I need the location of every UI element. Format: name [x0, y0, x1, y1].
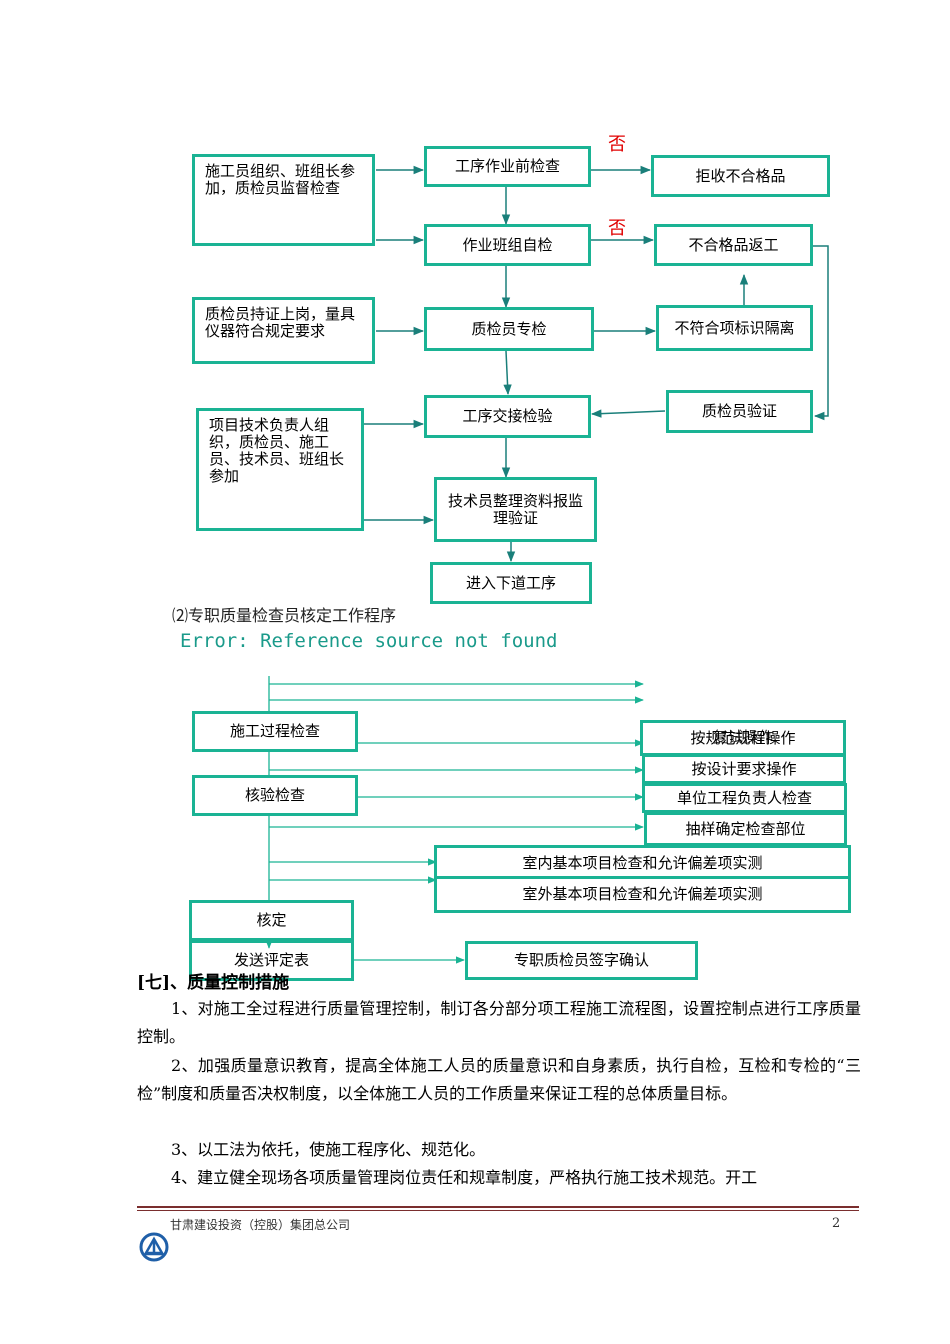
footer-rule — [137, 1206, 859, 1208]
reference-error: Error: Reference source not found — [180, 630, 558, 652]
flow-right-4: 质检员验证 — [666, 390, 813, 433]
no-label-2: 否 — [608, 218, 626, 239]
check-right-1: 按规范规程操作 复试操作 — [640, 720, 846, 756]
flow-left-box-2: 质检员持证上岗，量具仪器符合规定要求 — [192, 297, 375, 364]
check-left-2: 核验检查 — [192, 775, 358, 816]
check-left-1: 施工过程检查 — [192, 711, 358, 752]
check-right-2: 按设计要求操作 — [642, 754, 846, 784]
check-wide-2: 室外基本项目检查和允许偏差项实测 — [434, 876, 851, 913]
flow-right-3: 不符合项标识隔离 — [656, 305, 813, 351]
check-left-3: 核定 — [189, 900, 354, 941]
sign-confirm-box: 专职质检员签字确认 — [465, 941, 698, 980]
flow-step-3: 质检员专检 — [424, 307, 594, 351]
flow-step-6: 进入下道工序 — [430, 562, 592, 604]
check-right-1-label: 按规范规程操作 — [690, 728, 796, 747]
check-right-1-overlap: 复试操作 — [713, 728, 774, 746]
flow-step-4: 工序交接检验 — [424, 395, 591, 438]
paragraph-4: 4、建立健全现场各项质量管理岗位责任和规章制度，严格执行施工技术规范。开工 — [171, 1168, 758, 1187]
figure-caption: ⑵专职质量检查员核定工作程序 — [172, 606, 397, 625]
flow-left-box-1: 施工员组织、班组长参加，质检员监督检查 — [192, 154, 375, 246]
flow-left-box-3: 项目技术负责人组织，质检员、施工员、技术员、班组长参加 — [196, 408, 364, 531]
section-heading: [七]、质量控制措施 — [137, 973, 290, 993]
paragraph-3: 3、以工法为依托，使施工程序化、规范化。 — [171, 1140, 486, 1159]
paragraph-2: 2、加强质量意识教育，提高全体施工人员的质量意识和自身素质，执行自检，互检和专检… — [137, 1056, 861, 1103]
flow-step-2: 作业班组自检 — [424, 224, 591, 266]
check-right-4: 抽样确定检查部位 — [644, 812, 847, 846]
flow-step-5: 技术员整理资料报监理验证 — [434, 477, 597, 542]
company-logo-icon — [139, 1232, 169, 1262]
check-left-4: 发送评定表 — [189, 940, 354, 981]
paragraph-1: 1、对施工全过程进行质量管理控制，制订各分部分项工程施工流程图，设置控制点进行工… — [137, 999, 861, 1046]
flow-right-2: 不合格品返工 — [654, 224, 813, 266]
footer-company: 甘肃建设投资（控股）集团总公司 — [170, 1218, 351, 1232]
check-wide-1: 室内基本项目检查和允许偏差项实测 — [434, 845, 851, 881]
footer-rule-thin — [137, 1210, 859, 1211]
no-label-1: 否 — [608, 134, 626, 155]
flow-step-1: 工序作业前检查 — [424, 146, 591, 187]
check-right-3: 单位工程负责人检查 — [642, 783, 847, 813]
page-number: 2 — [832, 1216, 841, 1231]
flow-right-1: 拒收不合格品 — [651, 155, 830, 197]
